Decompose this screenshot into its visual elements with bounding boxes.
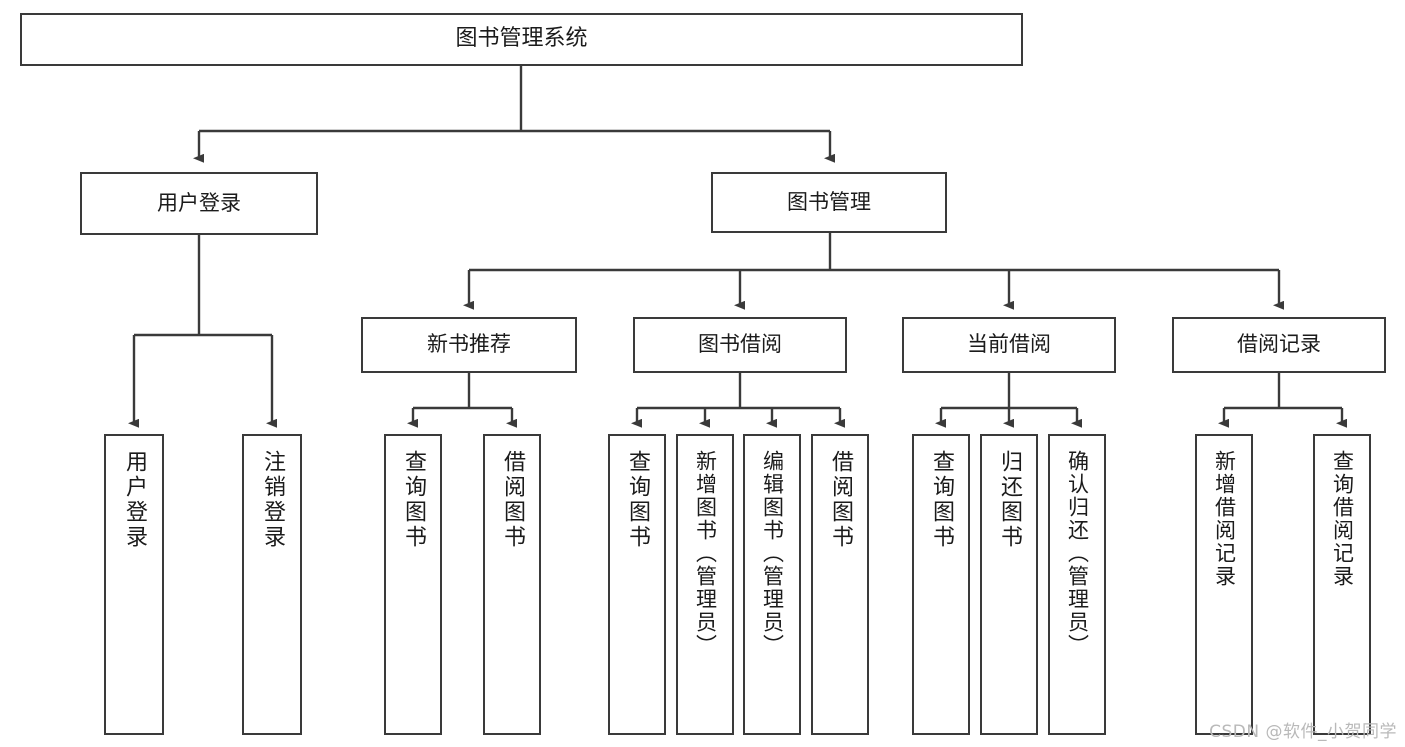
node-label: 新增借阅记录 bbox=[1212, 450, 1237, 588]
node-label: 新增图书（管理员） bbox=[693, 450, 718, 657]
leaf-user-login-login[interactable]: 用户登录 bbox=[104, 434, 164, 735]
leaf-book-borrow-borrow-book[interactable]: 借阅图书 bbox=[811, 434, 869, 735]
node-label: 用户登录 bbox=[122, 450, 147, 550]
node-label: 借阅图书 bbox=[828, 450, 853, 550]
leaf-current-borrow-return-book[interactable]: 归还图书 bbox=[980, 434, 1038, 735]
node-label: 图书管理 bbox=[787, 189, 871, 214]
leaf-borrow-record-query-record[interactable]: 查询借阅记录 bbox=[1313, 434, 1371, 735]
node-new-book-recommend[interactable]: 新书推荐 bbox=[361, 317, 577, 373]
node-label: 查询图书 bbox=[625, 450, 650, 550]
leaf-current-borrow-query-book[interactable]: 查询图书 bbox=[912, 434, 970, 735]
leaf-borrow-record-add-record[interactable]: 新增借阅记录 bbox=[1195, 434, 1253, 735]
node-label: 注销登录 bbox=[260, 450, 285, 550]
node-label: 借阅记录 bbox=[1237, 332, 1321, 357]
leaf-new-book-query-book[interactable]: 查询图书 bbox=[384, 434, 442, 735]
leaf-new-book-borrow-book[interactable]: 借阅图书 bbox=[483, 434, 541, 735]
node-label: 查询借阅记录 bbox=[1330, 450, 1355, 588]
node-user-login[interactable]: 用户登录 bbox=[80, 172, 318, 235]
node-label: 借阅图书 bbox=[500, 450, 525, 550]
node-label: 当前借阅 bbox=[967, 332, 1051, 357]
node-label: 查询图书 bbox=[401, 450, 426, 550]
node-label: 查询图书 bbox=[929, 450, 954, 550]
node-label: 编辑图书（管理员） bbox=[760, 450, 785, 657]
leaf-book-borrow-query-book[interactable]: 查询图书 bbox=[608, 434, 666, 735]
node-current-borrow[interactable]: 当前借阅 bbox=[902, 317, 1116, 373]
node-book-borrow[interactable]: 图书借阅 bbox=[633, 317, 847, 373]
node-label: 图书借阅 bbox=[698, 332, 782, 357]
node-root-library-management-system[interactable]: 图书管理系统 bbox=[20, 13, 1023, 66]
node-label: 用户登录 bbox=[157, 190, 241, 215]
leaf-book-borrow-add-book-admin[interactable]: 新增图书（管理员） bbox=[676, 434, 734, 735]
node-borrow-record[interactable]: 借阅记录 bbox=[1172, 317, 1386, 373]
leaf-current-borrow-confirm-return-admin[interactable]: 确认归还（管理员） bbox=[1048, 434, 1106, 735]
node-label: 确认归还（管理员） bbox=[1065, 450, 1090, 657]
leaf-user-login-logout[interactable]: 注销登录 bbox=[242, 434, 302, 735]
node-book-management[interactable]: 图书管理 bbox=[711, 172, 947, 233]
watermark: CSDN @软件_小贺同学 bbox=[1209, 722, 1397, 742]
node-label: 图书管理系统 bbox=[455, 26, 588, 52]
node-label: 新书推荐 bbox=[427, 332, 511, 357]
leaf-book-borrow-edit-book-admin[interactable]: 编辑图书（管理员） bbox=[743, 434, 801, 735]
node-label: 归还图书 bbox=[997, 450, 1022, 550]
